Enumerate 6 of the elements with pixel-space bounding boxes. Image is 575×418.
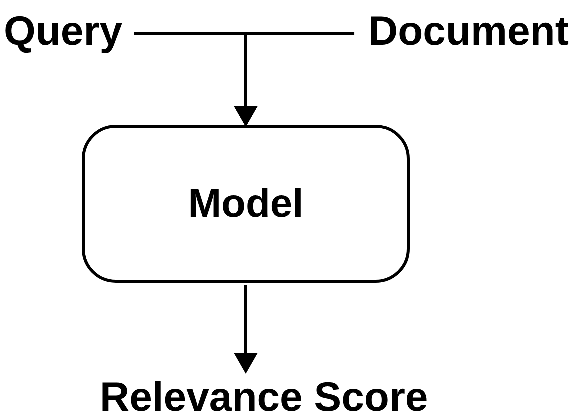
node-label: Relevance Score bbox=[100, 372, 428, 418]
arrow bbox=[234, 285, 258, 374]
arrow bbox=[234, 32, 355, 127]
node-label: Document bbox=[368, 6, 569, 58]
node-label: Query bbox=[4, 6, 122, 58]
process-box: Model bbox=[82, 125, 410, 283]
